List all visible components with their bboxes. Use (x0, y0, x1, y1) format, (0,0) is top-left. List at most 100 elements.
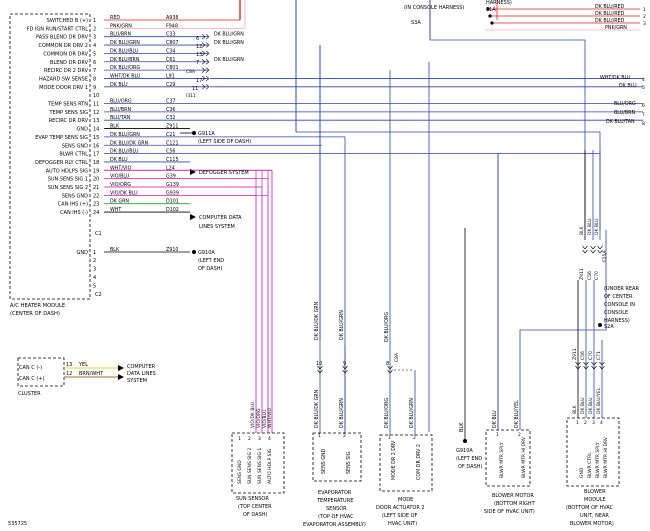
top-section: (IN CONSOLE HARNESS) S3A HARNESS) S1A DK… (239, 0, 646, 31)
blower-module-wire-top: BLK (579, 225, 585, 235)
mode-wire-top: DK BLU/ORG (384, 312, 390, 342)
module-outline (9, 13, 91, 300)
wire-circuit-label: C36 (166, 107, 175, 113)
cluster-pin-13: 13 (66, 362, 72, 368)
wire-color-label: RED (110, 15, 120, 21)
module-pin-number: 10 (93, 93, 99, 99)
module-pin-label: RECIRC DR 2 DRV (44, 68, 89, 74)
blower-module-bot-num: C70 (588, 351, 594, 360)
blower-module-bot-num: C71 (596, 351, 602, 360)
wire-color-label: DK BLU/GRN (110, 40, 140, 46)
sun-pin-num: 4 (268, 436, 271, 442)
evap-pin-2: SENS SIG (346, 451, 352, 474)
module-pin-number: 14 (93, 127, 99, 133)
evap-wire-bot-2: DK BLU/GRN (339, 398, 345, 428)
sun-pin-num: 2 (248, 436, 251, 442)
right-wire-3: DK BLU/RED (595, 18, 625, 24)
computer-data-output: COMPUTER DATA LINES SYSTEM (190, 214, 242, 230)
sun-sensor-desc-1: (TOP CENTER (238, 504, 272, 510)
cluster-pin-12-label: CAN C (+) (19, 376, 44, 382)
wire-color-label: DK BLU/GRN (110, 132, 140, 138)
module-pin-number: 1 (93, 18, 96, 24)
blower-module-num: 3 (592, 420, 595, 426)
wire-color-label: DK GRN (110, 199, 129, 205)
wire-color-label: BLU/ORG (110, 99, 132, 105)
module-pin-number: 3 (93, 35, 96, 41)
sun-pin-label: SUN SENS SIG 1 (257, 448, 263, 484)
inline-pin-8: 17 (196, 78, 202, 84)
wire-circuit-label: C801 (166, 65, 179, 71)
module-pin-label: RECIRC DR DRV (49, 118, 89, 124)
right-num-13: 8 (642, 121, 645, 127)
g911a-id: G911A (198, 131, 215, 137)
module-pin-label: PASS BLEND DR DRV (36, 35, 89, 41)
evap-wire-top-2: DK BLU/GRN (339, 310, 345, 340)
blower-module-pin: BLWR MTR SPLY (595, 442, 601, 478)
wire-circuit-label: D102 (166, 207, 179, 213)
module-pin-label: COMMON DR DRV 2 (39, 43, 88, 49)
blower-motor-name: BLOWER MOTOR (492, 493, 534, 499)
right-label-8: WHT/DK BLU (600, 75, 631, 81)
g911a-desc: (LEFT SIDE OF DASH) (198, 139, 251, 145)
mode-door-actuator: MODE DOOR ACTUATOR 2 (LEFT SIDE OF HVAC … (376, 434, 433, 527)
blower-module-name-1: BLOWER (584, 489, 606, 495)
right-label-11: BLU/ORG (614, 101, 636, 107)
splice-desc-1: (UNDER REAR (604, 286, 639, 292)
wire-circuit-label: G939 (166, 190, 179, 196)
wire-color-label: BLK (110, 124, 120, 130)
mode-pin-2: COM DR DRV 2 (416, 444, 422, 480)
wire-circuit-label: F948 (166, 23, 178, 29)
sun-wire-label: VIO/BLU (262, 410, 268, 428)
evap-wire-top-1: DK BLU/DK GRN (314, 301, 320, 340)
inline-connector-left: 6 12 13 7 C8A 17 11 I311 (186, 36, 202, 99)
right-pin-2: 2 (643, 14, 646, 20)
mode-inline-conn: C8A (394, 352, 400, 362)
mode-wire-bot-1: DK BLU/ORG (384, 398, 390, 428)
right-label-9: DK BLU (619, 83, 637, 89)
inline-pin-9: 11 (192, 86, 198, 92)
ground-g911a: G911A (LEFT SIDE OF DASH) (180, 131, 251, 145)
computer-data-label-2: LINES SYSTEM (199, 224, 235, 230)
right-pin-3: 3 (643, 21, 646, 27)
right-wire-1: DK BLU/RED (595, 4, 625, 10)
module-location: (CENTER OF DASH) (10, 311, 60, 317)
defogger-output: DEFOGGER SYSTEM (190, 169, 249, 176)
harness-label: HARNESS) (486, 0, 512, 6)
splice-id: S2A (604, 324, 614, 330)
right-num-11: 6 (642, 103, 645, 109)
blower-module-name-2: MODULE (584, 497, 606, 503)
module-pin-label: TEMP SENS SIG (49, 110, 89, 116)
evap-name-1: EVAPORATOR (318, 490, 352, 496)
evap-num-2: 2 (343, 433, 346, 439)
blower-module-pin: BLWR CTRL (587, 452, 593, 478)
in-console-conn: S3A (411, 20, 421, 26)
module-pin-label: CAN IHS (-) (60, 210, 88, 216)
blower-module-desc-3: BLOWER MOTOR) (570, 521, 614, 527)
blower-module-pin: GND (579, 467, 585, 478)
wire-circuit-label: C121 (166, 140, 179, 146)
wire-color-label: VIO/ORG (110, 182, 131, 188)
blower-module: BLOWER MODULE (BOTTOM OF HVAC UNIT, NEAR… (566, 286, 639, 527)
blower-module-wire-bot: BLK (572, 404, 578, 414)
module-pin-label: SUN SENS SIG 2 (48, 185, 88, 191)
right-num-9: 5 (642, 85, 645, 91)
module-pin-number: 20 (93, 177, 99, 183)
g910a-id: G910A (198, 250, 215, 256)
blower-module-pin: BLWR MTR HI DRV (603, 436, 609, 478)
blower-module-wire-bot: DK BLU (588, 397, 594, 414)
module-pin-number: 4 (93, 43, 96, 49)
module-pin-label: DEFOGGER RLY CTRL (35, 160, 88, 166)
cluster-out-2: DATA LINES (127, 371, 156, 377)
mode-num-1: 1 (388, 435, 391, 441)
wire-circuit-label: C37 (166, 99, 175, 105)
blower-module-wire-top: DK BLU (587, 218, 593, 235)
module-pin-number: 9 (93, 85, 96, 91)
wire-circuit-label: C61 (166, 57, 175, 63)
right-wire-2: DK BLU/RED (595, 11, 625, 17)
blower-conn: F25A (602, 250, 608, 262)
blower-module-bot-num: C56 (580, 351, 586, 360)
mode-num-2: 2 (413, 435, 416, 441)
right-labels: WHT/DK BLU 4 DK BLU 5 BLU/ORG 6 BLU/BRN … (600, 75, 645, 127)
